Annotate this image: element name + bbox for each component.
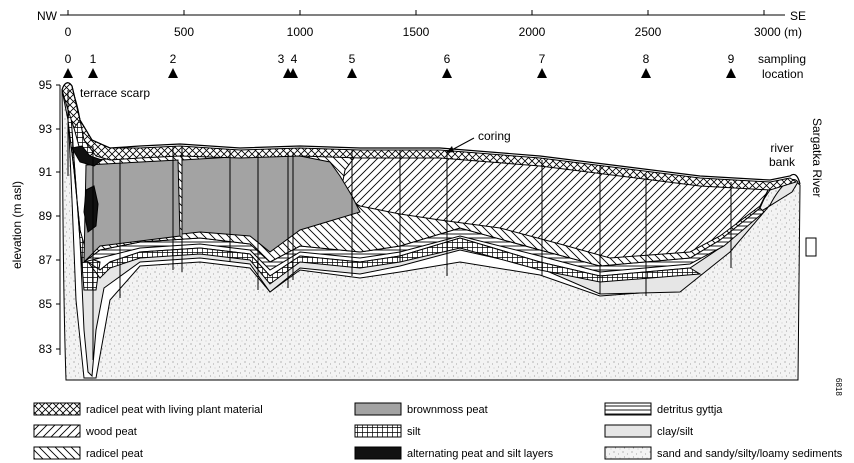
surface-line bbox=[61, 82, 801, 185]
legend-swatch-alternating bbox=[354, 446, 402, 460]
elevation-tick-87: 87 bbox=[39, 253, 53, 267]
sampling-number-7: 7 bbox=[539, 52, 546, 66]
direction-nw: NW bbox=[37, 9, 58, 23]
distance-tick-0: 0 bbox=[65, 25, 72, 39]
sampling-triangle-0 bbox=[63, 68, 73, 78]
sampling-number-0: 0 bbox=[65, 52, 72, 66]
distance-tick-2000: 2000 bbox=[519, 25, 546, 39]
legend-item-wood-peat: wood peat bbox=[33, 424, 137, 438]
sampling-location-numbers: 0 1 2 3 4 5 6 7 8 9 bbox=[65, 52, 735, 66]
elevation-tick-91: 91 bbox=[39, 165, 53, 179]
coring-arrowhead bbox=[446, 146, 454, 153]
distance-tick-1000: 1000 bbox=[287, 25, 314, 39]
legend-swatch-brownmoss-peat bbox=[354, 402, 402, 416]
distance-tick-3000: 3000 (m) bbox=[754, 25, 802, 39]
alternating-layer-upper bbox=[71, 145, 104, 167]
legend-swatch-silt bbox=[354, 424, 402, 438]
distance-tick-2500: 2500 bbox=[635, 25, 662, 39]
legend-swatch-sand bbox=[604, 446, 652, 460]
elevation-ticks bbox=[56, 84, 60, 350]
river-bank-label-line2: bank bbox=[769, 155, 796, 169]
river-water-marker bbox=[805, 237, 817, 257]
distance-ticks bbox=[67, 10, 765, 15]
legend-item-clay-silt: clay/silt bbox=[604, 424, 693, 438]
sampling-number-6: 6 bbox=[444, 52, 451, 66]
legend-item-sand: sand and sandy/silty/loamy sediments bbox=[604, 446, 843, 460]
sampling-number-4: 4 bbox=[291, 52, 298, 66]
elevation-axis-label: elevation (m asl) bbox=[10, 181, 24, 269]
legend-label-alternating: alternating peat and silt layers bbox=[407, 448, 554, 460]
legend-swatch-wood-peat bbox=[33, 424, 81, 438]
sampling-triangle-4 bbox=[288, 68, 298, 78]
distance-tick-1500: 1500 bbox=[403, 25, 430, 39]
distance-tick-500: 500 bbox=[174, 25, 194, 39]
sampling-triangle-1 bbox=[88, 68, 98, 78]
legend-item-alternating: alternating peat and silt layers bbox=[354, 446, 554, 460]
legend-label-brownmoss-peat: brownmoss peat bbox=[407, 404, 488, 416]
sampling-number-2: 2 bbox=[170, 52, 177, 66]
legend-swatch-radicel-peat-living bbox=[33, 402, 81, 416]
river-bank-label-line1: river bbox=[770, 141, 793, 155]
coring-label: coring bbox=[478, 129, 511, 143]
cross-section bbox=[61, 82, 801, 381]
legend-item-detritus-gyttja: detritus gyttja bbox=[604, 402, 723, 416]
legend-swatch-radicel-peat bbox=[33, 446, 81, 460]
sampling-number-8: 8 bbox=[643, 52, 650, 66]
sampling-triangle-7 bbox=[537, 68, 547, 78]
legend-item-silt: silt bbox=[354, 424, 420, 438]
legend-item-radicel-peat: radicel peat bbox=[33, 446, 143, 460]
legend-swatch-clay-silt bbox=[604, 424, 652, 438]
legend-label-sand: sand and sandy/silty/loamy sediments bbox=[657, 448, 843, 460]
legend-item-radicel-peat-living: radicel peat with living plant material bbox=[33, 402, 263, 416]
alternating-layer-lower bbox=[83, 185, 99, 233]
legend-label-radicel-peat: radicel peat bbox=[86, 448, 143, 460]
sampling-triangle-6 bbox=[442, 68, 452, 78]
legend-label-clay-silt: clay/silt bbox=[657, 426, 693, 438]
legend-label-detritus-gyttja: detritus gyttja bbox=[657, 404, 723, 416]
sampling-triangle-5 bbox=[347, 68, 357, 78]
sampling-caption-line2: location bbox=[762, 67, 803, 81]
direction-se: SE bbox=[790, 9, 806, 23]
coring-lines bbox=[67, 90, 732, 360]
elevation-tick-85: 85 bbox=[39, 297, 53, 311]
brownmoss-peat-main bbox=[181, 155, 361, 253]
radicel-peat-living-layer bbox=[79, 119, 798, 191]
sampling-caption-line1: sampling bbox=[758, 52, 806, 66]
sampling-number-9: 9 bbox=[728, 52, 735, 66]
legend-label-silt: silt bbox=[407, 426, 420, 438]
figure-number: 6818 bbox=[834, 378, 843, 396]
terrace-scarp-label: terrace scarp bbox=[80, 86, 150, 100]
legend-item-brownmoss-peat: brownmoss peat bbox=[354, 402, 488, 416]
legend-swatch-detritus-gyttja bbox=[604, 402, 652, 416]
sampling-number-1: 1 bbox=[90, 52, 97, 66]
sampling-triangle-2 bbox=[168, 68, 178, 78]
sampling-triangle-9 bbox=[726, 68, 736, 78]
elevation-tick-89: 89 bbox=[39, 209, 53, 223]
sampling-triangle-8 bbox=[641, 68, 651, 78]
legend-label-radicel-peat-living: radicel peat with living plant material bbox=[86, 404, 263, 416]
elevation-tick-95: 95 bbox=[39, 78, 53, 92]
legend-label-wood-peat: wood peat bbox=[85, 426, 137, 438]
river-name-label: Sargatka River bbox=[810, 118, 824, 197]
elevation-tick-93: 93 bbox=[39, 122, 53, 136]
sampling-number-5: 5 bbox=[349, 52, 356, 66]
silt-band-bottom bbox=[87, 237, 702, 285]
brownmoss-peat-left bbox=[83, 159, 181, 264]
sampling-location-triangles bbox=[63, 68, 736, 78]
legend: radicel peat with living plant material … bbox=[33, 402, 843, 460]
elevation-tick-83: 83 bbox=[39, 342, 53, 356]
sampling-number-3: 3 bbox=[278, 52, 285, 66]
